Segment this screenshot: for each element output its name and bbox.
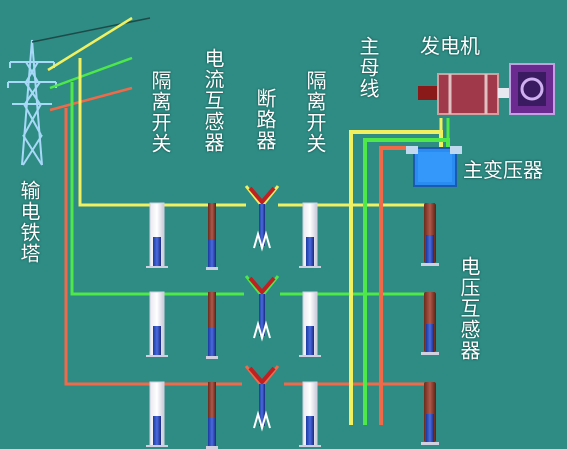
main-transformer-label: 主变压器 — [463, 158, 543, 182]
voltage-transformer — [421, 203, 439, 445]
disconnect-switch-left — [146, 202, 168, 447]
generator-icon — [418, 63, 555, 115]
current-transformer — [206, 203, 218, 449]
current-transformer-label: 电流互感器 — [201, 48, 225, 153]
overhead-lines — [31, 16, 151, 112]
transmission-tower-label: 输电铁塔 — [17, 180, 41, 264]
generator-label: 发电机 — [420, 34, 480, 58]
main-bus-label: 主母线 — [356, 36, 380, 99]
main-bus-bars — [349, 118, 450, 425]
voltage-transformer-label: 电压互感器 — [457, 256, 481, 361]
disconnect-switch-left-label: 隔离开关 — [148, 70, 172, 154]
disconnect-switch-right-label: 隔离开关 — [303, 70, 327, 154]
circuit-breaker — [244, 185, 280, 432]
circuit-breaker-label: 断路器 — [253, 88, 277, 151]
main-transformer-icon — [406, 146, 462, 187]
phase-lines — [64, 58, 436, 386]
transmission-tower-icon — [7, 39, 57, 166]
disconnect-switch-right — [299, 202, 321, 447]
